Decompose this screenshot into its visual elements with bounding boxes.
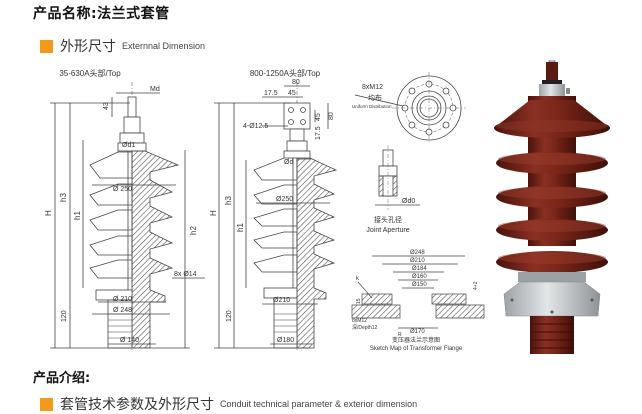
label-holes-left: 8x Ø14 xyxy=(174,271,197,278)
label-tf-d170: Ø170 xyxy=(410,329,425,335)
orange-square-icon xyxy=(40,39,53,53)
label-d210: Ø 210 xyxy=(113,296,132,303)
label-v80: 80 xyxy=(328,112,335,120)
label-w80: 80 xyxy=(292,79,300,86)
section-title-zh: 套管技术参数及外形尺寸 xyxy=(60,397,214,413)
section-title-en: Externnal Dimension xyxy=(122,41,206,51)
label-d180: Ø180 xyxy=(277,337,294,344)
label-tf-r: R xyxy=(398,332,402,338)
orange-square-icon xyxy=(40,397,53,411)
label-holes-middle: 4-Ø12.5 xyxy=(243,123,268,130)
label-md: Md xyxy=(150,86,160,93)
label-h1: h1 xyxy=(73,211,82,220)
product-name: 产品名称:法兰式套管 xyxy=(33,6,170,22)
section-exterior-dimension: 外形尺寸 Externnal Dimension xyxy=(40,36,205,56)
label-h3: h3 xyxy=(59,193,68,202)
product-intro-label: 产品介绍: xyxy=(33,371,91,386)
caption-joint-zh: 接头孔径 xyxy=(374,215,402,224)
section-title-zh: 外形尺寸 xyxy=(60,39,116,55)
label-d1: Ød1 xyxy=(122,142,135,149)
drawing-35-630a: 35-630A头部/Top Md 43 xyxy=(44,68,205,350)
label-tf-4: 4+2 xyxy=(473,281,479,290)
label-43: 43 xyxy=(103,102,110,110)
label-d250-middle: Ø250 xyxy=(276,196,293,203)
product-photo xyxy=(494,60,610,354)
label-d250: Ø 250 xyxy=(113,186,132,193)
label-tf-d150: Ø150 xyxy=(412,282,427,288)
section-title-en: Conduit technical parameter & exterior d… xyxy=(220,399,418,409)
caption-left: 35-630A头部/Top xyxy=(59,68,121,78)
caption-joint-en: Joint Aperture xyxy=(366,227,409,234)
label-tf-m12: 8xM12 xyxy=(352,318,367,324)
drawing-transformer-flange: Ø248 Ø210 Ø184 Ø160 Ø150 Ø170 15 4+2 k 8… xyxy=(351,250,485,352)
label-H-middle: H xyxy=(209,210,218,216)
drawing-800-1250a: 800-1250A头部/Top 80 17.5 45 45 80 17.5 4-… xyxy=(209,68,338,350)
label-d210-middle: Ø210 xyxy=(273,297,290,304)
caption-tf-en: Sketch Map of Transformer Flange xyxy=(370,346,463,352)
label-w45: 45 xyxy=(288,90,296,97)
label-tf-d210: Ø210 xyxy=(410,258,425,264)
label-v45: 45 xyxy=(315,113,322,121)
technical-drawing: 35-630A头部/Top Md 43 xyxy=(44,60,610,354)
label-120-middle: 120 xyxy=(226,310,233,322)
label-tf-d184: Ø184 xyxy=(412,266,427,272)
label-d248: Ø 248 xyxy=(113,307,132,314)
label-w17_5: 17.5 xyxy=(264,90,278,97)
caption-tf-zh: 变压器法兰示意图 xyxy=(392,336,440,344)
caption-middle: 800-1250A头部/Top xyxy=(250,68,321,78)
label-tf-depth: 深/Depth12 xyxy=(352,324,378,331)
label-h2: h2 xyxy=(189,226,198,235)
drawing-joint-aperture: Ød0 接头孔径 Joint Aperture xyxy=(366,145,420,234)
label-uniform-zh: 均布 xyxy=(368,93,382,102)
label-h3-middle: h3 xyxy=(224,196,233,205)
label-d140: Ø 140 xyxy=(120,337,139,344)
label-h1-middle: h1 xyxy=(236,223,245,232)
label-tf-15: 15 xyxy=(356,298,362,304)
label-d0: Ød0 xyxy=(402,198,415,205)
label-tf-d248: Ø248 xyxy=(410,250,425,256)
label-H: H xyxy=(44,210,53,216)
label-d-middle: Ød xyxy=(284,159,293,166)
label-v17_5: 17.5 xyxy=(315,126,322,140)
label-8xM12: 8xM12 xyxy=(362,84,383,91)
label-tf-d160: Ø160 xyxy=(412,274,427,280)
section-technical-parameters: 套管技术参数及外形尺寸 Conduit technical parameter … xyxy=(40,394,417,414)
label-120: 120 xyxy=(61,310,68,322)
label-tf-k: k xyxy=(356,276,360,282)
label-uniform-en: Uniform Distribution xyxy=(352,104,392,109)
drawing-flange-top: 8xM12 均布 Uniform Distribution xyxy=(352,72,466,144)
